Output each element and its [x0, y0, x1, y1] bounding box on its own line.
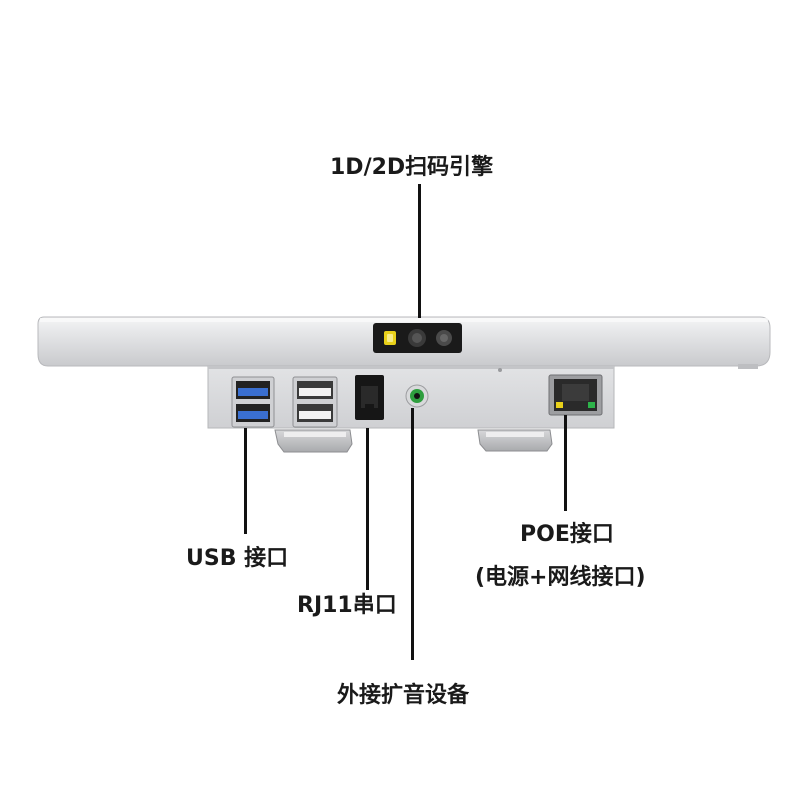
- callout-line-scan-engine: [418, 184, 421, 318]
- label-poe-port-detail: (电源+网线接口): [475, 565, 646, 590]
- label-usb-port: USB 接口: [186, 546, 289, 571]
- label-audio-port: 外接扩音设备: [337, 683, 470, 708]
- usb-port-icon: [231, 376, 275, 428]
- callout-line-usb: [244, 428, 247, 534]
- rj11-port-icon: [355, 375, 384, 420]
- scanner-window: [373, 323, 462, 353]
- callout-line-poe: [564, 415, 567, 511]
- label-rj11-port: RJ11串口: [297, 593, 397, 618]
- ethernet-port-icon: [548, 374, 603, 416]
- label-poe-port: POE接口: [520, 522, 614, 547]
- callout-line-audio: [411, 408, 414, 660]
- audio-jack-icon: [405, 384, 429, 408]
- mount-bracket-right: [477, 429, 553, 452]
- usb-port-icon: [292, 376, 338, 428]
- mount-bracket-left: [274, 429, 353, 453]
- label-scan-engine: 1D/2D扫码引擎: [330, 155, 494, 180]
- callout-line-rj11: [366, 428, 369, 590]
